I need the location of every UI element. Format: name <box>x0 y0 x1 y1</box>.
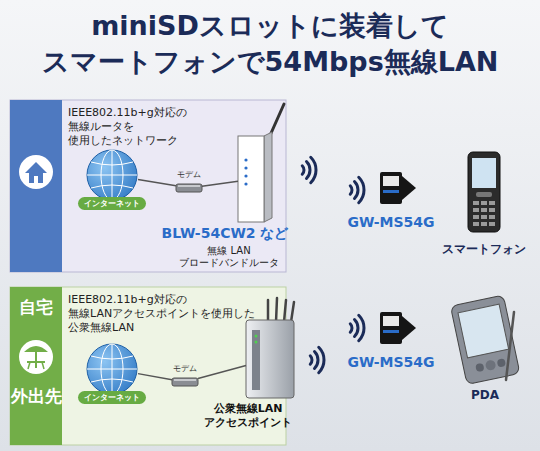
wave-arc <box>311 157 316 182</box>
title: miniSDスロットに装着して スマートフォンで54Mbps無線LAN <box>20 8 520 80</box>
node-text: BLW-54CW2 など <box>162 225 289 242</box>
pda-node: PDA <box>455 298 515 382</box>
wave-arc <box>319 347 324 372</box>
node-text: 自宅 <box>10 296 62 319</box>
modem-node: モデム <box>172 378 198 386</box>
panel-box: 自宅IEEE802.11b+g対応の 無線ルータを 使用したネットワークインター… <box>10 100 286 272</box>
card-node: GW-MS54G <box>380 312 402 344</box>
router-icon <box>238 104 284 222</box>
smartphone-icon <box>468 152 500 232</box>
pda-icon <box>450 295 519 384</box>
minisd-card <box>380 172 416 204</box>
node-text: インターネット <box>78 197 146 210</box>
access-point-node: 公衆無線LAN アクセスポイント <box>246 320 294 398</box>
panel-tab <box>10 100 62 272</box>
phone-key <box>489 208 495 212</box>
node-text: IEEE802.11b+g対応の 無線ルータを 使用したネットワーク <box>68 106 228 148</box>
minisd-card <box>380 312 416 344</box>
globe-icon <box>87 344 137 394</box>
node-text: 公衆無線LAN アクセスポイント <box>198 402 298 430</box>
node-text: 外出先 <box>10 385 62 408</box>
wave-arc <box>314 352 318 369</box>
wave-arc <box>354 182 358 199</box>
wave-arc <box>302 166 304 174</box>
phone-key <box>481 201 487 205</box>
node-text: スマートフォン <box>442 242 526 257</box>
router-node: BLW-54CW2 など無線 LAN ブロードバンドルータ <box>238 136 272 222</box>
globe-node: インターネット <box>86 150 138 200</box>
cable-line <box>138 374 172 380</box>
wave-arc <box>310 356 312 364</box>
node-text: モデム <box>173 364 197 374</box>
node-text: GW-MS54G <box>347 214 434 231</box>
phone-key <box>481 222 487 226</box>
wave-arc <box>350 186 352 194</box>
node-text: GW-MS54G <box>347 354 434 371</box>
panel-box: 外出先 IEEE802.11b+g対応の 無線LANアクセスポイントを使用した 公… <box>10 287 286 445</box>
cable-line <box>202 181 238 186</box>
modem-icon <box>172 378 198 386</box>
globe-icon <box>87 150 137 200</box>
parasol-icon <box>19 340 53 374</box>
wave-arc <box>359 315 364 340</box>
wave-arc <box>306 162 310 179</box>
wave-arc <box>359 177 364 202</box>
node-text: IEEE802.11b+g対応の 無線LANアクセスポイントを使用した 公衆無線… <box>68 293 268 335</box>
phone-key <box>489 215 495 219</box>
modem-icon <box>176 184 202 192</box>
phone-key <box>481 208 487 212</box>
cable-line <box>138 179 176 185</box>
node-text: モデム <box>177 170 201 180</box>
node-text: PDA <box>471 388 499 403</box>
wave-arc <box>354 320 358 337</box>
panel-tab <box>10 287 62 445</box>
cable-line <box>198 365 246 378</box>
modem-node: モデム <box>176 184 202 192</box>
node-text: 無線 LAN ブロードバンドルータ <box>169 245 289 269</box>
phone-key <box>473 201 479 205</box>
card-node: GW-MS54G <box>380 172 402 204</box>
wave-arc <box>350 324 352 332</box>
house-icon <box>19 155 53 189</box>
phone-key <box>473 215 479 219</box>
phone-key <box>489 222 495 226</box>
smartphone-node: スマートフォン <box>468 152 500 232</box>
phone-key <box>489 201 495 205</box>
wireless-waves <box>302 157 364 372</box>
phone-key <box>481 215 487 219</box>
phone-key <box>473 208 479 212</box>
phone-key <box>473 222 479 226</box>
stylus <box>506 312 514 380</box>
globe-node: インターネット <box>86 344 138 394</box>
node-text: インターネット <box>78 391 146 404</box>
